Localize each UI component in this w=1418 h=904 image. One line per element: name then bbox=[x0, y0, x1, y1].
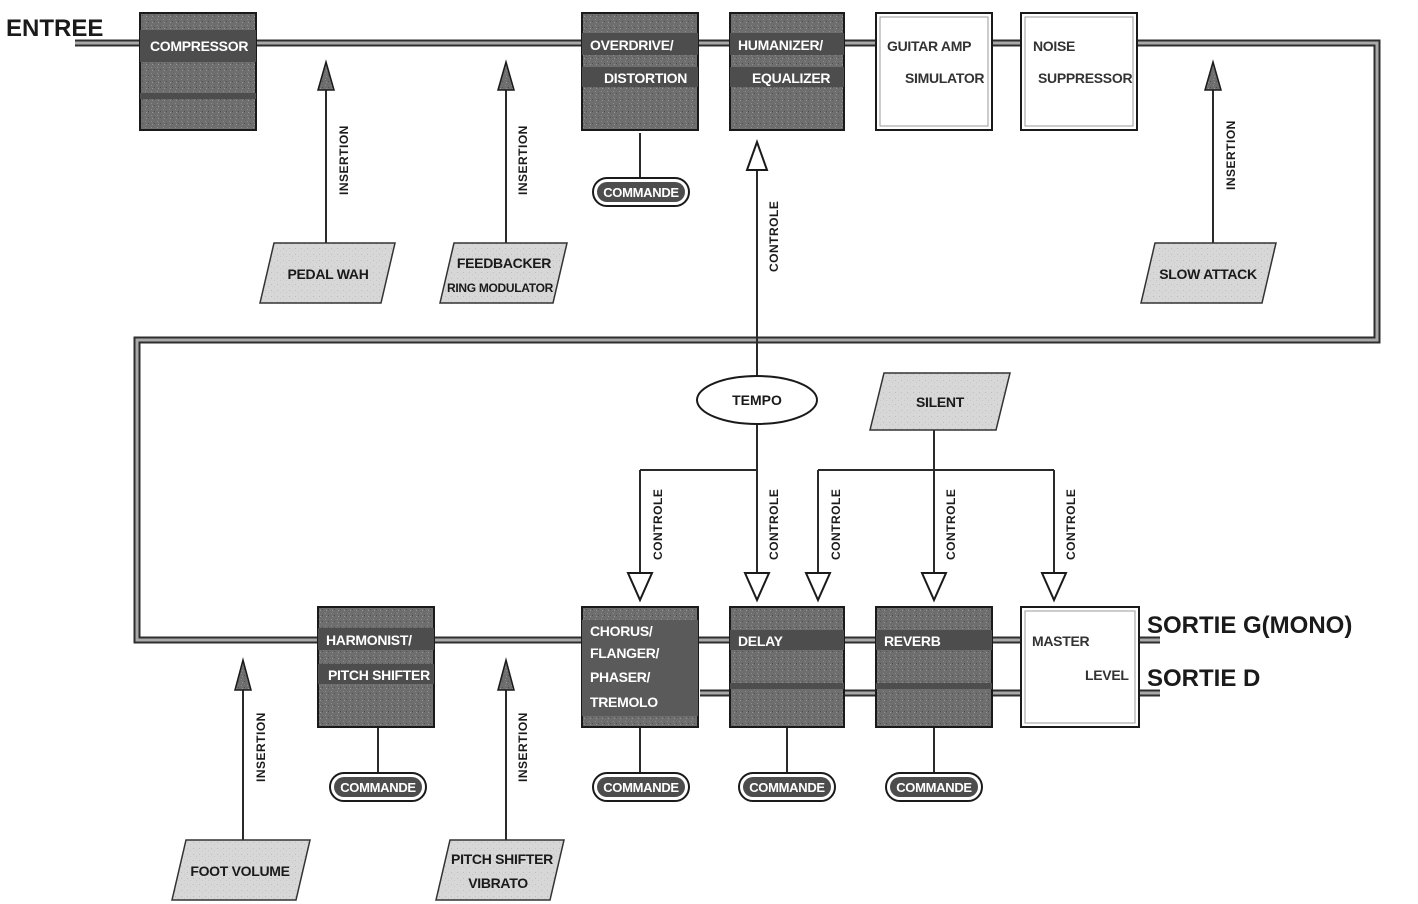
vibrato-label: VIBRATO bbox=[468, 875, 528, 891]
master-label: MASTER bbox=[1032, 633, 1090, 649]
insertion-pedal-wah: PEDAL WAH bbox=[259, 242, 396, 304]
commande-delay: COMMANDE bbox=[738, 772, 836, 802]
controle-arrow-master bbox=[1040, 572, 1068, 603]
slow-attack-label: SLOW ATTACK bbox=[1159, 266, 1257, 282]
controle-label-delay-2: CONTROLE bbox=[829, 489, 843, 560]
commande-harmonist: COMMANDE bbox=[329, 772, 427, 802]
tempo-ellipse: TEMPO bbox=[696, 375, 818, 425]
commande-overdrive: COMMANDE bbox=[592, 177, 690, 207]
controle-arrow-delay-1 bbox=[743, 572, 771, 603]
insertion-feedbacker: FEEDBACKER RING MODULATOR bbox=[439, 242, 568, 304]
controle-label-delay-1: CONTROLE bbox=[767, 489, 781, 560]
phaser-label: PHASER/ bbox=[590, 669, 651, 685]
controle-label-reverb: CONTROLE bbox=[944, 489, 958, 560]
feedbacker-label: FEEDBACKER bbox=[457, 255, 551, 271]
controle-label-chorus: CONTROLE bbox=[651, 489, 665, 560]
harmonist-label: HARMONIST/ bbox=[326, 632, 412, 648]
commande-chorus: COMMANDE bbox=[592, 772, 690, 802]
controle-arrow-humanizer bbox=[745, 139, 769, 171]
controle-arrow-chorus bbox=[626, 572, 654, 603]
block-compressor: COMPRESSOR bbox=[139, 12, 257, 131]
pitch-shifter-label: PITCH SHIFTER bbox=[328, 667, 430, 683]
insertion-pitch-vibrato: PITCH SHIFTER VIBRATO bbox=[435, 839, 565, 901]
insertion-slow-attack: SLOW ATTACK bbox=[1140, 242, 1277, 304]
insertion-label-feedback: INSERTION bbox=[516, 125, 530, 195]
reverb-label: REVERB bbox=[884, 633, 941, 649]
guitar-amp-label: GUITAR AMP bbox=[887, 38, 971, 54]
insertion-arrow-pitch bbox=[497, 657, 515, 691]
foot-volume-label: FOOT VOLUME bbox=[190, 863, 289, 879]
output-right-label: SORTIE D bbox=[1147, 665, 1260, 692]
insertion-label-slow: INSERTION bbox=[1224, 120, 1238, 190]
commande-label-overdrive: COMMANDE bbox=[603, 185, 679, 200]
arrowheads bbox=[234, 59, 1222, 691]
insertion-arrow-slow bbox=[1204, 59, 1222, 91]
commande-reverb: COMMANDE bbox=[885, 772, 983, 802]
insertion-foot-volume: FOOT VOLUME bbox=[171, 839, 311, 901]
insertion-arrow-feedback bbox=[497, 59, 515, 91]
signal-path bbox=[75, 39, 1381, 697]
block-reverb: REVERB bbox=[875, 606, 993, 728]
tempo-label: TEMPO bbox=[732, 392, 782, 408]
level-label: LEVEL bbox=[1085, 667, 1129, 683]
delay-label: DELAY bbox=[738, 633, 784, 649]
commande-label-chorus: COMMANDE bbox=[603, 780, 679, 795]
equalizer-label: EQUALIZER bbox=[752, 70, 830, 86]
block-noise-suppressor: NOISE SUPPRESSOR bbox=[1020, 12, 1138, 131]
control-lines bbox=[242, 85, 1214, 840]
controle-label-humanizer: CONTROLE bbox=[767, 201, 781, 272]
chorus-label: CHORUS/ bbox=[590, 623, 653, 639]
noise-label: NOISE bbox=[1033, 38, 1075, 54]
block-guitar-amp: GUITAR AMP SIMULATOR bbox=[875, 12, 993, 131]
simulator-label: SIMULATOR bbox=[905, 70, 984, 86]
controle-arrow-delay-2 bbox=[804, 572, 832, 603]
tremolo-label: TREMOLO bbox=[590, 694, 658, 710]
block-delay: DELAY bbox=[729, 606, 845, 728]
suppressor-label: SUPPRESSOR bbox=[1038, 70, 1132, 86]
silent-box: SILENT bbox=[869, 372, 1011, 431]
insertion-label-pitch: INSERTION bbox=[516, 712, 530, 782]
vertical-labels: INSERTION INSERTION INSERTION INSERTION … bbox=[254, 120, 1238, 782]
commande-label-harmonist: COMMANDE bbox=[340, 780, 416, 795]
output-left-label: SORTIE G(MONO) bbox=[1147, 612, 1352, 639]
distortion-label: DISTORTION bbox=[604, 70, 687, 86]
block-chorus: CHORUS/ FLANGER/ PHASER/ TREMOLO bbox=[581, 606, 699, 728]
pitch-shifter-insert-label: PITCH SHIFTER bbox=[451, 851, 553, 867]
block-master-level: MASTER LEVEL bbox=[1020, 606, 1140, 728]
flanger-label: FLANGER/ bbox=[590, 645, 660, 661]
block-harmonist: HARMONIST/ PITCH SHIFTER bbox=[317, 606, 435, 728]
compressor-label: COMPRESSOR bbox=[150, 38, 248, 54]
input-label: ENTREE bbox=[6, 15, 103, 42]
insertion-arrow-foot bbox=[234, 657, 252, 691]
block-overdrive: OVERDRIVE/ DISTORTION bbox=[581, 12, 699, 131]
insertion-label-foot: INSERTION bbox=[254, 712, 268, 782]
commande-label-delay: COMMANDE bbox=[749, 780, 825, 795]
silent-label: SILENT bbox=[916, 394, 965, 410]
commande-label-reverb: COMMANDE bbox=[896, 780, 972, 795]
controle-label-master: CONTROLE bbox=[1064, 489, 1078, 560]
humanizer-label: HUMANIZER/ bbox=[738, 37, 823, 53]
insertion-label-pedal: INSERTION bbox=[337, 125, 351, 195]
pedal-wah-label: PEDAL WAH bbox=[287, 266, 368, 282]
ring-modulator-label: RING MODULATOR bbox=[447, 281, 554, 295]
insertion-arrow-pedal bbox=[317, 59, 335, 91]
controle-arrow-reverb bbox=[920, 572, 948, 603]
overdrive-label: OVERDRIVE/ bbox=[590, 37, 674, 53]
block-humanizer: HUMANIZER/ EQUALIZER bbox=[729, 12, 845, 131]
